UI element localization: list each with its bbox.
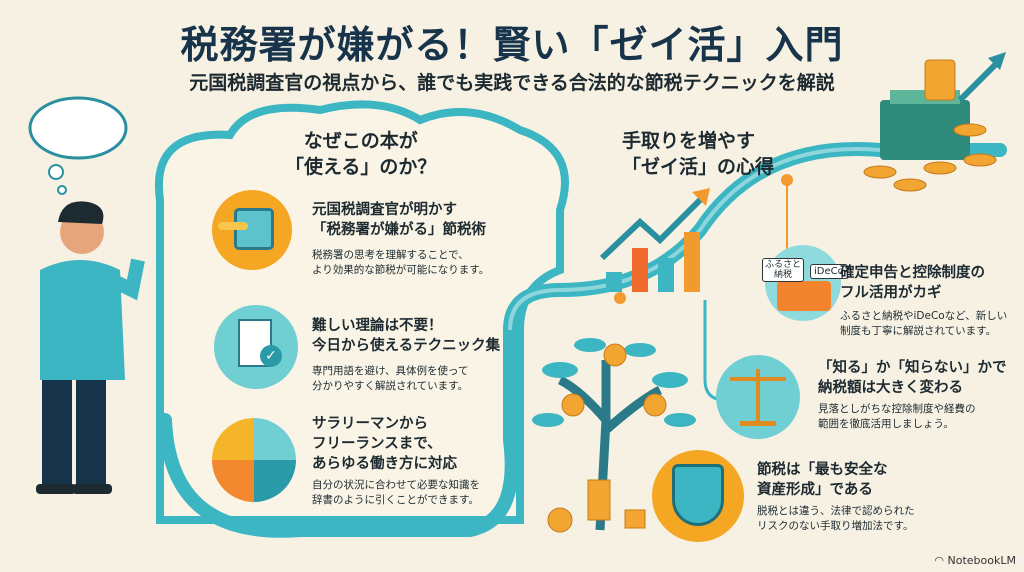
- right-section-heading: 手取りを増やす 「ゼイ活」の心得: [622, 128, 774, 180]
- item-title: 「知る」か「知らない」かで: [818, 360, 1007, 376]
- item-desc: 辞書のように引くことができます。: [312, 494, 479, 506]
- item-title: 資産形成」である: [757, 482, 873, 498]
- item-title: 節税は「最も安全な: [757, 462, 888, 478]
- left-item-3: サラリーマンから フリーランスまで、 あらゆる働き方に対応 自分の状況に合わせて…: [312, 414, 480, 508]
- item-desc: 専門用語を避け、具体例を使って: [312, 365, 469, 377]
- item-desc: より効果的な節税が可能になります。: [312, 264, 490, 276]
- document-check-icon: ✓: [214, 305, 298, 389]
- growth-chart-icon: [599, 188, 710, 292]
- left-item-1: 元国税調査官が明かす 「税務署が嫌がる」節税術 税務署の思考を理解することで、よ…: [312, 200, 489, 278]
- item-title: サラリーマンから: [312, 416, 428, 432]
- item-desc: 税務署の思考を理解することで、: [312, 249, 469, 261]
- item-desc: 分かりやすく解説されています。: [312, 380, 469, 392]
- item-title: 「税務署が嫌がる」節税術: [312, 222, 486, 238]
- shield-coins-icon: [652, 450, 744, 542]
- page-subtitle: 元国税調査官の視点から、誰でも実践できる合法的な節税テクニックを解説: [189, 72, 835, 94]
- page-title: 税務署が嫌がる！賢い「ゼイ活」入門: [180, 23, 844, 67]
- item-title: フル活用がカギ: [840, 285, 942, 301]
- heading-line: 「ゼイ活」の心得: [622, 156, 775, 178]
- item-title: 確定申告と控除制度の: [840, 265, 985, 281]
- notebooklm-brand: ◠ NotebookLM: [934, 554, 1016, 567]
- money-tree-icon: [532, 338, 696, 533]
- money-stack-icon: [863, 52, 1006, 192]
- item-title: 納税額は大きく変わる: [818, 380, 963, 396]
- item-desc: ふるさと納税やiDeCoなど、新しい: [840, 310, 1008, 322]
- item-desc: 見落としがちな控除制度や経費の: [818, 403, 976, 415]
- scale-icon: [716, 355, 800, 439]
- item-desc: 範囲を徹底活用しましょう。: [818, 418, 954, 430]
- item-desc: 脱税とは違う、法律で認められた: [757, 505, 915, 517]
- left-item-2: 難しい理論は不要！ 今日から使えるテクニック集 専門用語を避け、具体例を使って分…: [312, 316, 500, 394]
- right-item-1: 確定申告と控除制度の フル活用がカギ ふるさと納税やiDeCoなど、新しい制度も…: [840, 263, 1007, 339]
- safe-key-icon: [212, 190, 292, 270]
- item-title: フリーランスまで、: [312, 436, 442, 452]
- heading-line: なぜこの本が: [303, 130, 418, 152]
- right-item-3: 節税は「最も安全な 資産形成」である 脱税とは違う、法律で認められたリスクのない…: [757, 460, 915, 534]
- person-illustration: [36, 201, 145, 494]
- brand-label: NotebookLM: [947, 554, 1016, 567]
- item-desc: 制度も丁寧に解説されています。: [840, 325, 997, 337]
- thought-bubble: [28, 96, 128, 160]
- heading-line: 「使える」のか？: [285, 156, 437, 178]
- item-title: 難しい理論は不要！: [312, 318, 443, 334]
- furusato-tag: ふるさと 納税: [762, 258, 805, 282]
- item-title: あらゆる働き方に対応: [312, 456, 457, 472]
- puzzle-people-icon: [212, 418, 296, 502]
- item-desc: 自分の状況に合わせて必要な知識を: [312, 479, 480, 491]
- right-item-2: 「知る」か「知らない」かで 納税額は大きく変わる 見落としがちな控除制度や経費の…: [818, 358, 1007, 432]
- road-marker: [614, 292, 626, 304]
- item-desc: リスクのない手取り増加法です。: [757, 520, 914, 532]
- item-title: 今日から使えるテクニック集: [312, 338, 501, 354]
- toolbox-icon: [765, 245, 841, 321]
- left-section-heading: なぜこの本が 「使える」のか？: [285, 128, 436, 180]
- notebooklm-logo-icon: ◠: [934, 554, 948, 567]
- heading-line: 手取りを増やす: [622, 130, 756, 152]
- item-title: 元国税調査官が明かす: [312, 202, 457, 218]
- ideco-tag: iDeCo: [810, 264, 848, 279]
